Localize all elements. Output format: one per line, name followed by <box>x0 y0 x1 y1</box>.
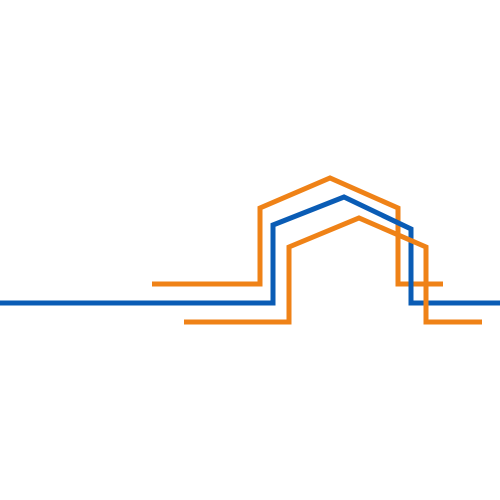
blue-middle-house-line <box>0 194 500 306</box>
orange-inner-house-line <box>184 215 482 325</box>
orange-outer-house-line <box>152 175 443 287</box>
